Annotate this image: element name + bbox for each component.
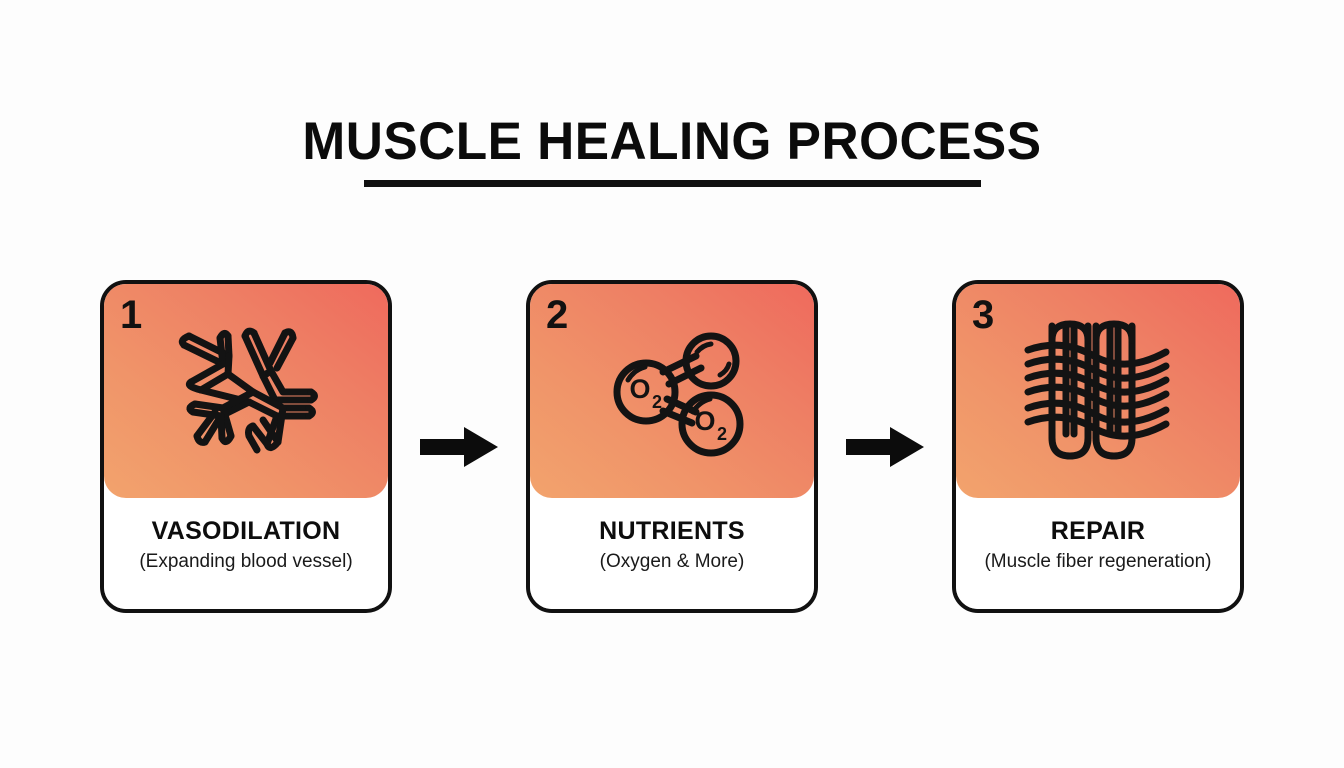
- step-3-subtitle: (Muscle fiber regeneration): [984, 551, 1212, 572]
- molecule-label-o-bottom: O: [694, 406, 715, 436]
- molecule-label-2-left: 2: [652, 392, 662, 412]
- process-step-card-1[interactable]: 1: [100, 280, 392, 613]
- step-3-number: 3: [972, 293, 995, 337]
- flow-connector-1: [392, 280, 526, 613]
- process-step-card-2[interactable]: 2: [526, 280, 818, 613]
- page-title: MUSCLE HEALING PROCESS: [302, 112, 1042, 171]
- step-2-subtitle: (Oxygen & More): [599, 551, 745, 572]
- step-1-text: VASODILATION (Expanding blood vessel): [104, 498, 388, 609]
- step-2-text: NUTRIENTS (Oxygen & More): [530, 498, 814, 609]
- step-3-title: REPAIR: [1050, 517, 1146, 545]
- step-1-title: VASODILATION: [151, 517, 341, 545]
- title-underline-rule: [363, 180, 981, 187]
- step-2-number: 2: [546, 293, 569, 337]
- process-flow: 1: [0, 280, 1344, 620]
- arrow-right-icon: [846, 426, 924, 467]
- page-title-block: MUSCLE HEALING PROCESS: [0, 112, 1344, 187]
- arrow-right-icon: [420, 426, 498, 467]
- step-2-art-panel: 2: [530, 284, 814, 498]
- woven-muscle-fiber-icon: [956, 284, 1240, 498]
- step-1-subtitle: (Expanding blood vessel): [139, 551, 353, 572]
- process-step-card-3[interactable]: 3: [952, 280, 1244, 613]
- blood-vessel-branching-icon: [104, 284, 388, 498]
- step-1-art-panel: 1: [104, 284, 388, 498]
- flow-connector-2: [818, 280, 952, 613]
- oxygen-molecule-icon: O 2 O 2: [530, 284, 814, 498]
- molecule-label-o-left: O: [629, 374, 650, 404]
- step-1-number: 1: [120, 293, 143, 337]
- step-3-art-panel: 3: [956, 284, 1240, 498]
- step-2-title: NUTRIENTS: [599, 517, 745, 545]
- molecule-label-2-bottom: 2: [717, 424, 727, 444]
- step-3-text: REPAIR (Muscle fiber regeneration): [956, 498, 1240, 609]
